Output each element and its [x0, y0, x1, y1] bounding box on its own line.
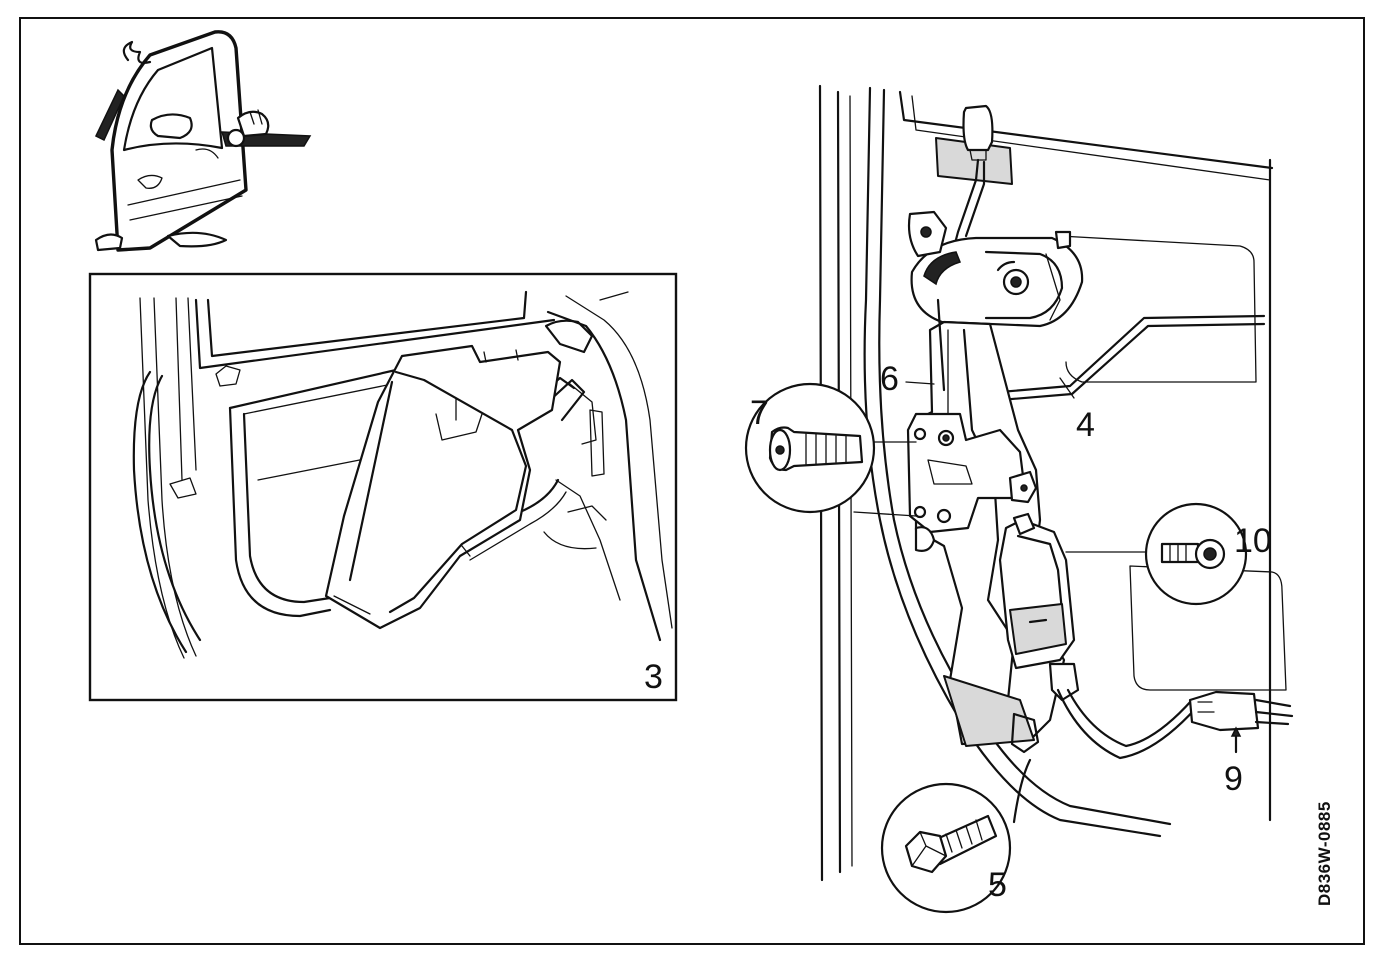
drawing-code: D836W-0885	[1315, 801, 1334, 906]
callout-6: 6	[880, 360, 899, 398]
callout-4: 4	[1076, 406, 1095, 444]
detail-hex-bolt-5	[880, 782, 1012, 914]
callout-9: 9	[1224, 760, 1243, 798]
callout-10: 10	[1234, 522, 1272, 560]
thumbnail-door-figure	[94, 30, 312, 252]
inset-frame	[88, 272, 678, 702]
callout-3: 3	[644, 658, 663, 696]
main-door-lock-diagram: 4 5 6 7 9 10 D836W-0885	[744, 84, 1334, 914]
callout-5: 5	[988, 866, 1007, 904]
page-border	[19, 17, 1365, 945]
detail-screw-10	[1144, 502, 1248, 606]
inset-panel-3: 3	[88, 272, 678, 702]
callout-7: 7	[750, 394, 769, 432]
detail-bolt-7	[744, 382, 876, 514]
